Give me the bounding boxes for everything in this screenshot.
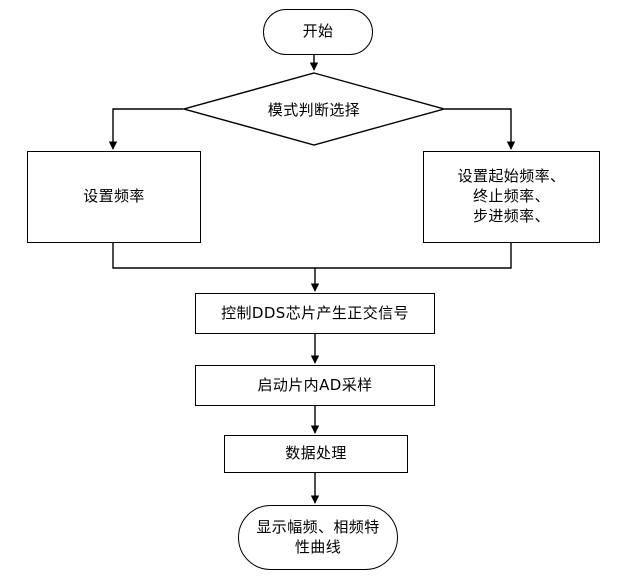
node-decision-mode-select[interactable]: 模式判断选择 <box>183 72 445 146</box>
node-start-label: 开始 <box>302 22 334 41</box>
node-start[interactable]: 开始 <box>263 9 373 55</box>
edge-decision-to-set-freq <box>108 108 183 150</box>
node-start-ad-sampling[interactable]: 启动片内AD采样 <box>195 365 435 406</box>
node-data-processing[interactable]: 数据处理 <box>224 435 408 473</box>
node-start-ad-sampling-label: 启动片内AD采样 <box>257 375 373 394</box>
node-control-dds[interactable]: 控制DDS芯片产生正交信号 <box>195 293 435 334</box>
node-display-curves-label: 显示幅频、相频特 性曲线 <box>256 517 380 556</box>
node-set-frequency[interactable]: 设置频率 <box>27 151 201 243</box>
edge-set-freq-to-bus <box>112 243 315 269</box>
node-decision-label: 模式判断选择 <box>267 100 361 119</box>
edge-set-sweep-to-bus <box>315 243 512 269</box>
node-data-processing-label: 数据处理 <box>285 444 347 463</box>
diamond-shape <box>183 72 445 146</box>
node-control-dds-label: 控制DDS芯片产生正交信号 <box>221 303 409 322</box>
edge-decision-to-set-sweep <box>445 108 516 150</box>
node-display-curves[interactable]: 显示幅频、相频特 性曲线 <box>238 505 398 570</box>
node-set-sweep-parameters[interactable]: 设置起始频率、 终止频率、 步进频率、 <box>423 151 600 243</box>
node-set-sweep-parameters-label: 设置起始频率、 终止频率、 步进频率、 <box>457 167 566 225</box>
node-set-frequency-label: 设置频率 <box>83 187 145 206</box>
